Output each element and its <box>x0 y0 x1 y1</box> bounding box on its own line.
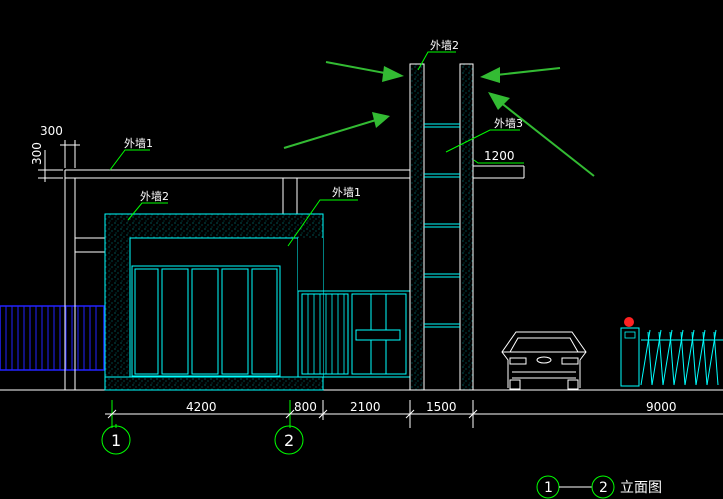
warning-lamp-icon <box>624 317 634 327</box>
title-axis-from: 1 <box>544 480 553 496</box>
title-axis-to: 2 <box>599 480 608 496</box>
dim-800: 800 <box>294 400 317 414</box>
entrance-canopy-frame <box>104 213 324 391</box>
bottom-dimension-line <box>105 400 723 428</box>
label-outer-wall-2-tower: 外墙2 <box>430 38 459 52</box>
dim-1200: 1200 <box>484 149 515 163</box>
title-text: 立面图 <box>620 480 662 496</box>
dim-300-vertical: 300 <box>30 142 44 165</box>
label-outer-wall-3-tower: 外墙3 <box>494 116 523 130</box>
svg-text:2: 2 <box>284 431 294 450</box>
dim-2100: 2100 <box>350 400 381 414</box>
left-fence <box>0 305 105 371</box>
arrow-icon <box>283 112 390 149</box>
tower <box>409 63 474 391</box>
dim-1500: 1500 <box>426 400 457 414</box>
annotation-arrows <box>283 61 595 177</box>
dim-4200: 4200 <box>186 400 217 414</box>
canopy-beam <box>64 165 525 390</box>
sliding-gate <box>297 290 411 378</box>
dimension-300 <box>38 140 80 182</box>
arrow-icon <box>325 61 404 82</box>
dim-300-horizontal: 300 <box>40 124 63 138</box>
label-outer-wall-1-gate: 外墙1 <box>332 185 361 199</box>
drawing-title: 1 2 立面图 <box>536 475 662 499</box>
barrier-gate <box>620 317 723 387</box>
svg-text:1: 1 <box>111 431 121 450</box>
arrow-icon <box>488 92 595 177</box>
glass-doors <box>131 265 281 377</box>
label-leaders <box>109 51 524 247</box>
axis-bubble-1: 1 <box>101 424 131 455</box>
label-outer-wall-2-frame: 外墙2 <box>140 189 169 203</box>
dim-9000: 9000 <box>646 400 677 414</box>
label-outer-wall-1-canopy: 外墙1 <box>124 136 153 150</box>
car-icon <box>501 331 587 390</box>
arrow-icon <box>480 67 561 83</box>
axis-bubble-2: 2 <box>274 425 304 455</box>
